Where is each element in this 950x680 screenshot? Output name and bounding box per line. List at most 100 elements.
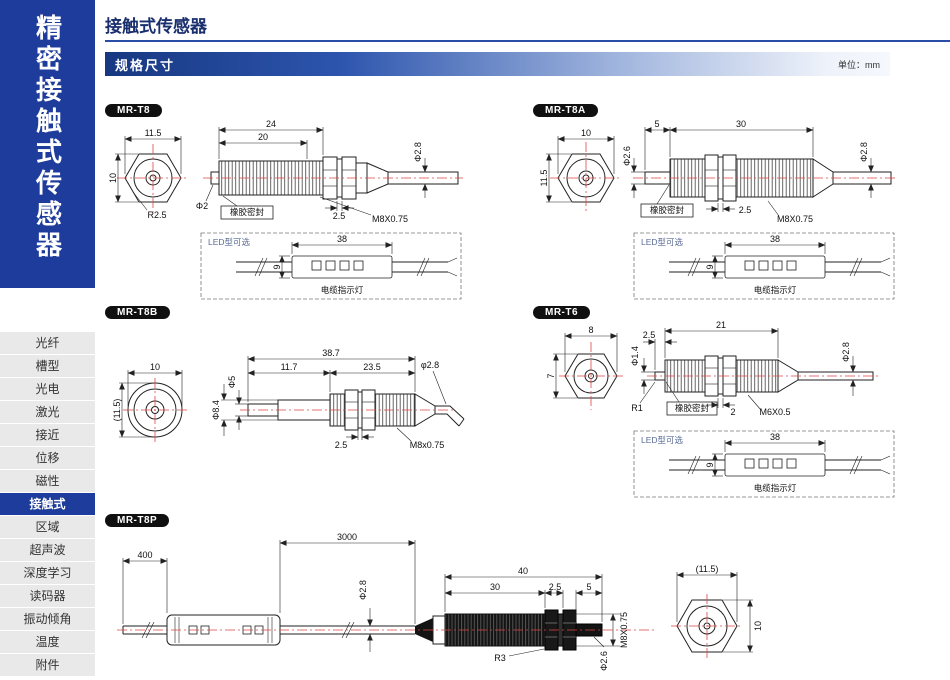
seal-label: 橡胶密封 bbox=[675, 403, 710, 413]
dim-tip-dia: Φ1.4 bbox=[630, 346, 640, 366]
sidebar-vertical-title: 精密接触式传感器 bbox=[32, 14, 63, 262]
led-option-label: LED型可选 bbox=[208, 237, 251, 247]
page-title: 接触式传感器 bbox=[105, 17, 207, 36]
t6-front-view: 8 7 bbox=[546, 325, 623, 410]
t8a-front-view: 10 11.5 bbox=[539, 128, 622, 214]
mr-t8a-drawing: 10 11.5 bbox=[539, 119, 895, 224]
dim-cable1-length: 400 bbox=[137, 550, 152, 560]
thread-spec: M8X0.75 bbox=[619, 612, 629, 648]
dim-height: 7 bbox=[546, 373, 556, 378]
t8p-dimensions: 400 3000 Φ2.8 40 30 2.5 5 bbox=[122, 532, 629, 671]
sidebar-item-vibration[interactable]: 振动倾角 bbox=[0, 608, 95, 630]
sidebar-item-contact[interactable]: 接触式 bbox=[0, 493, 95, 515]
sidebar-item-area[interactable]: 区域 bbox=[0, 516, 95, 538]
dim-width: 10 bbox=[150, 362, 160, 372]
led-connector-drawing bbox=[669, 453, 891, 477]
sidebar-item-deep-learning[interactable]: 深度学习 bbox=[0, 562, 95, 584]
panel-mr-t6: MR-T6 8 7 bbox=[533, 302, 908, 502]
dim-head-dia: Φ8.4 bbox=[211, 400, 221, 420]
dim-cable-dia: φ2.8 bbox=[421, 360, 439, 370]
led-dimensions: 38 9 bbox=[705, 234, 826, 279]
thread-spec: M6X0.5 bbox=[759, 407, 790, 417]
led-height-dim: 9 bbox=[705, 264, 715, 269]
sidebar-item-code-reader[interactable]: 读码器 bbox=[0, 585, 95, 607]
dim-cable2-length: 3000 bbox=[337, 532, 357, 542]
led-dimensions: 38 9 bbox=[705, 432, 826, 477]
t8b-side-view: 38.7 11.7 23.5 Φ8.4 Φ5 φ2.8 bbox=[211, 348, 465, 450]
thread-spec: M8x0.75 bbox=[410, 440, 445, 450]
sidebar-item-slot[interactable]: 槽型 bbox=[0, 355, 95, 377]
dim-body-length: 30 bbox=[736, 119, 746, 129]
panel-mr-t8b: MR-T8B 10 (11.5) bbox=[105, 302, 485, 502]
led-length-dim: 38 bbox=[770, 432, 780, 442]
dim-tip-dia: Φ5 bbox=[227, 376, 237, 388]
sidebar-menu: 光纤 槽型 光电 激光 接近 位移 磁性 接触式 区域 超声波 深度学习 读码器… bbox=[0, 332, 95, 677]
dim-radius: R1 bbox=[631, 403, 643, 413]
panel-mr-t8p: MR-T8P bbox=[105, 510, 945, 680]
dim-head-length: 11.7 bbox=[281, 362, 298, 372]
led-caption: 电缆指示灯 bbox=[754, 483, 797, 493]
unit-label: 单位：mm bbox=[838, 59, 880, 70]
t8a-side-view: 5 30 Φ2.6 Φ2.8 橡胶密封 2.5 M8 bbox=[622, 119, 895, 224]
model-badge-mr-t6: MR-T6 bbox=[533, 306, 591, 319]
panel-mr-t8a: MR-T8A 10 11.5 bbox=[533, 100, 908, 302]
dim-tip-dia: Φ2.6 bbox=[599, 651, 609, 671]
t8p-front-view: (11.5) 10 bbox=[671, 564, 763, 658]
dim-tip-length: 5 bbox=[654, 119, 659, 129]
dim-washer: 2.5 bbox=[333, 211, 346, 221]
section-title: 规格尺寸 bbox=[115, 57, 176, 73]
dim-washer: 2.5 bbox=[549, 582, 562, 592]
sidebar-item-accessories[interactable]: 附件 bbox=[0, 654, 95, 676]
dim-height: 10 bbox=[108, 173, 118, 183]
dim-front-width: (11.5) bbox=[696, 564, 719, 574]
led-caption: 电缆指示灯 bbox=[754, 285, 797, 295]
mr-t8-drawing: 11.5 10 R2.5 bbox=[108, 119, 463, 224]
t6-side-view: 21 2.5 Φ1.4 R1 橡胶密封 2 bbox=[630, 320, 879, 417]
led-dimensions: 38 9 bbox=[272, 234, 393, 279]
led-option-label: LED型可选 bbox=[641, 435, 684, 445]
sidebar-item-ultrasonic[interactable]: 超声波 bbox=[0, 539, 95, 561]
sidebar-item-photoelectric[interactable]: 光电 bbox=[0, 378, 95, 400]
title-rule bbox=[105, 40, 950, 42]
model-badge-mr-t8: MR-T8 bbox=[105, 104, 163, 117]
led-height-dim: 9 bbox=[705, 462, 715, 467]
t8-front-view: 11.5 10 R2.5 bbox=[108, 128, 189, 220]
mr-t8p-drawing: 400 3000 Φ2.8 40 30 2.5 5 bbox=[117, 532, 763, 671]
dim-cable-dia: Φ2.8 bbox=[841, 342, 851, 362]
dim-width: 8 bbox=[588, 325, 593, 335]
sidebar-item-temperature[interactable]: 温度 bbox=[0, 631, 95, 653]
dim-thread-length: 30 bbox=[490, 582, 500, 592]
sidebar-item-fiber[interactable]: 光纤 bbox=[0, 332, 95, 354]
led-option-label: LED型可选 bbox=[641, 237, 684, 247]
dim-thread-length: 20 bbox=[258, 132, 268, 142]
led-length-dim: 38 bbox=[337, 234, 347, 244]
dim-radius: R2.5 bbox=[147, 210, 166, 220]
led-connector-drawing bbox=[236, 255, 458, 279]
sidebar-item-laser[interactable]: 激光 bbox=[0, 401, 95, 423]
dim-tip-length: 2.5 bbox=[643, 330, 656, 340]
sidebar-item-proximity[interactable]: 接近 bbox=[0, 424, 95, 446]
dim-total-length: 24 bbox=[266, 119, 276, 129]
dim-body-length: 23.5 bbox=[363, 362, 381, 372]
model-badge-mr-t8a: MR-T8A bbox=[533, 104, 598, 117]
model-badge-mr-t8b: MR-T8B bbox=[105, 306, 170, 319]
dim-washer: 2 bbox=[730, 407, 735, 417]
dim-width: 10 bbox=[581, 128, 591, 138]
t8-side-view: 24 20 Φ2.8 Φ2 橡胶密封 2.5 M8X0.75 bbox=[196, 119, 463, 224]
dim-total-length: 38.7 bbox=[322, 348, 340, 358]
dim-washer: 2.5 bbox=[739, 205, 752, 215]
dim-cable-dia: Φ2.8 bbox=[358, 580, 368, 600]
dim-tip-length: 5 bbox=[586, 582, 591, 592]
seal-label: 橡胶密封 bbox=[650, 205, 685, 215]
dim-body-length: 40 bbox=[518, 566, 528, 576]
led-option-box: LED型可选 38 9 电缆指示灯 bbox=[633, 430, 895, 498]
main-content: 接触式传感器 规格尺寸 单位：mm MR-T8 11.5 10 bbox=[95, 0, 950, 680]
led-connector-drawing bbox=[669, 255, 891, 279]
thread-spec: M8X0.75 bbox=[372, 214, 408, 224]
led-option-box: LED型可选 38 9 电缆指示灯 bbox=[633, 232, 895, 300]
sidebar-item-magnetic[interactable]: 磁性 bbox=[0, 470, 95, 492]
dim-radius: R3 bbox=[494, 653, 506, 663]
sidebar-item-displacement[interactable]: 位移 bbox=[0, 447, 95, 469]
seal-label: 橡胶密封 bbox=[230, 207, 265, 217]
dim-height: 11.5 bbox=[539, 170, 549, 187]
